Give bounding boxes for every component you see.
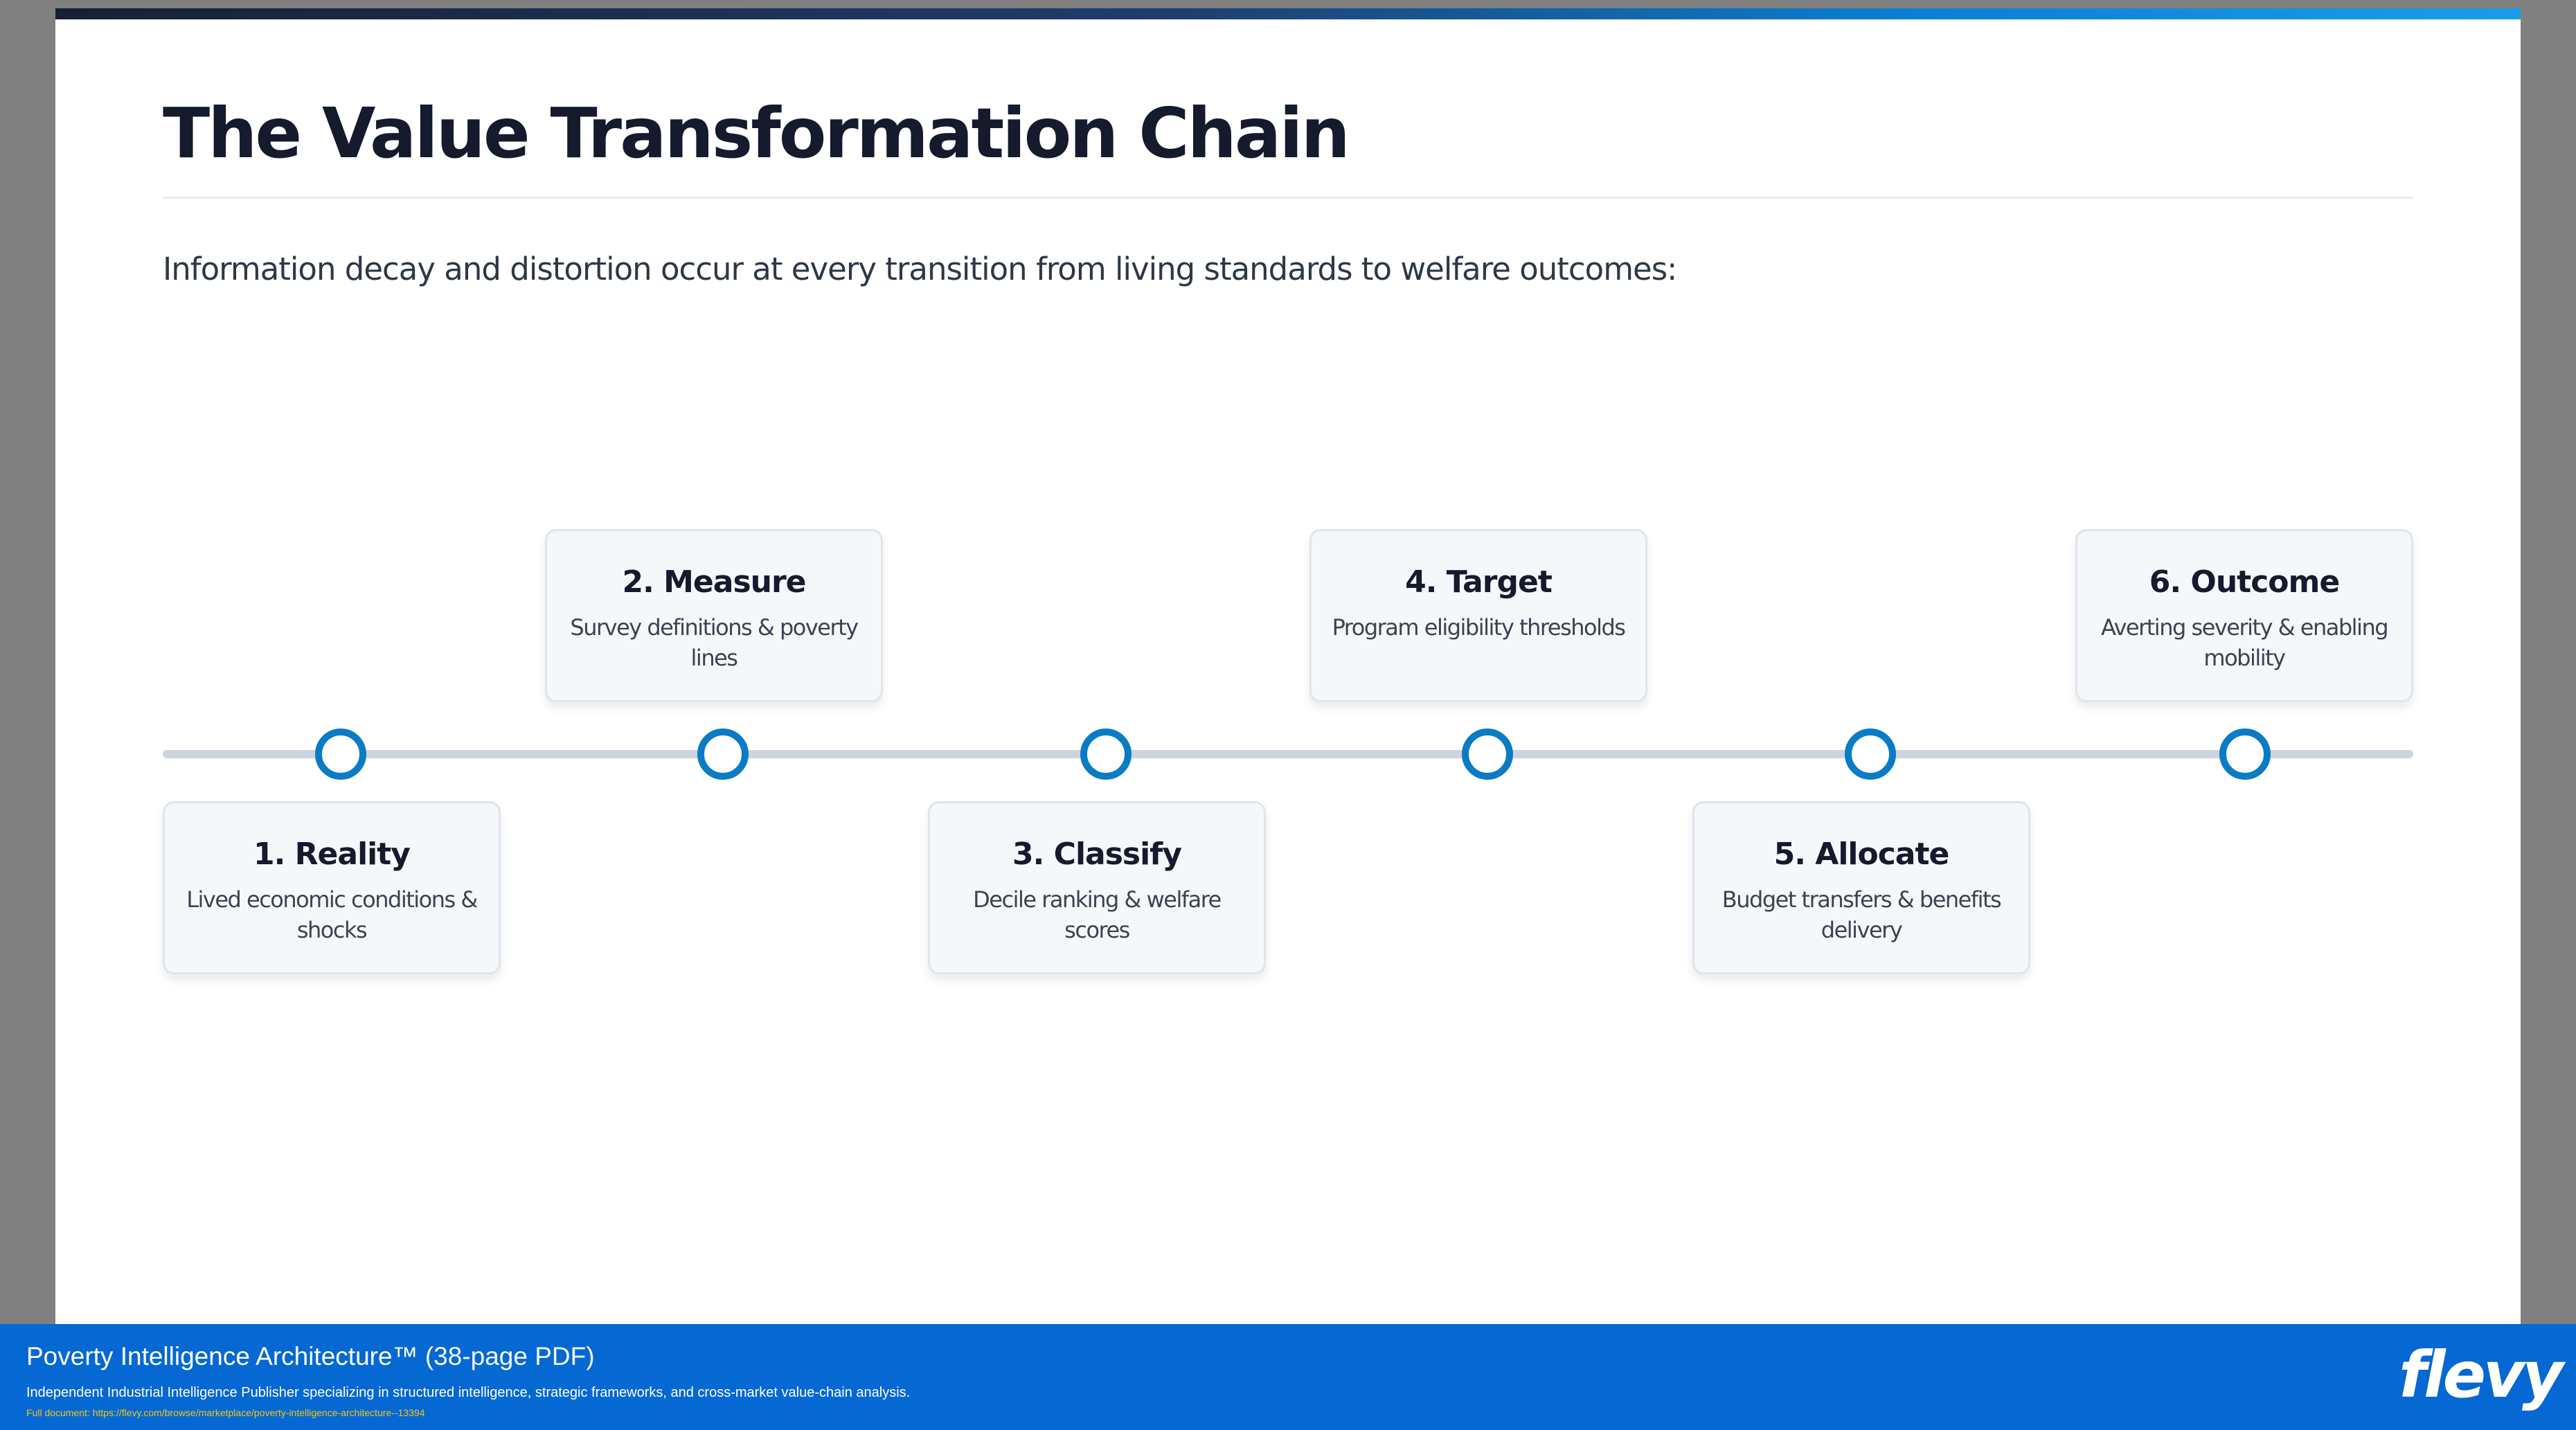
timeline-node-5 bbox=[1845, 729, 1896, 780]
step-description: Program eligibility thresholds bbox=[1332, 614, 1626, 641]
step-title: 1. Reality bbox=[253, 837, 411, 872]
step-card-measure: 2. Measure Survey definitions & poverty … bbox=[545, 529, 883, 702]
title-divider bbox=[163, 197, 2413, 199]
document-title: Poverty Intelligence Architecture™ (38-p… bbox=[26, 1342, 595, 1371]
timeline-node-4 bbox=[1462, 729, 1513, 780]
footer-banner: Poverty Intelligence Architecture™ (38-p… bbox=[0, 1324, 2576, 1430]
step-description: Averting severity & enabling mobility bbox=[2100, 614, 2389, 671]
step-title: 2. Measure bbox=[622, 564, 806, 600]
step-card-reality: 1. Reality Lived economic conditions & s… bbox=[163, 801, 501, 974]
timeline-node-2 bbox=[697, 729, 749, 780]
page-title: The Value Transformation Chain bbox=[163, 93, 1350, 174]
step-title: 6. Outcome bbox=[2149, 564, 2340, 600]
step-card-classify: 3. Classify Decile ranking & welfare sco… bbox=[928, 801, 1266, 974]
step-card-target: 4. Target Program eligibility thresholds bbox=[1309, 529, 1647, 702]
flevy-logo[interactable]: flevy bbox=[2399, 1338, 2564, 1412]
step-description: Decile ranking & welfare scores bbox=[973, 886, 1222, 943]
publisher-description: Independent Industrial Intelligence Publ… bbox=[26, 1385, 911, 1400]
step-description: Budget transfers & benefits delivery bbox=[1721, 886, 2002, 943]
page-count: (38-page PDF) bbox=[424, 1342, 595, 1370]
full-document-link[interactable]: Full document: https://flevy.com/browse/… bbox=[26, 1407, 425, 1418]
timeline-node-3 bbox=[1080, 729, 1132, 780]
step-card-outcome: 6. Outcome Averting severity & enabling … bbox=[2075, 529, 2413, 702]
slide-top-accent-bar bbox=[55, 8, 2521, 19]
timeline-node-1 bbox=[315, 729, 366, 780]
page-subtitle: Information decay and distortion occur a… bbox=[163, 251, 1677, 287]
step-card-allocate: 5. Allocate Budget transfers & benefits … bbox=[1692, 801, 2030, 974]
step-title: 5. Allocate bbox=[1773, 837, 1950, 872]
document-title-text: Poverty Intelligence Architecture™ bbox=[26, 1342, 418, 1370]
step-description: Lived economic conditions & shocks bbox=[186, 886, 478, 943]
timeline-track bbox=[163, 750, 2413, 758]
step-description: Survey definitions & poverty lines bbox=[570, 614, 859, 671]
slide: The Value Transformation Chain Informati… bbox=[55, 8, 2521, 1324]
step-title: 4. Target bbox=[1405, 564, 1553, 600]
step-title: 3. Classify bbox=[1012, 837, 1182, 872]
timeline-node-6 bbox=[2219, 729, 2271, 780]
